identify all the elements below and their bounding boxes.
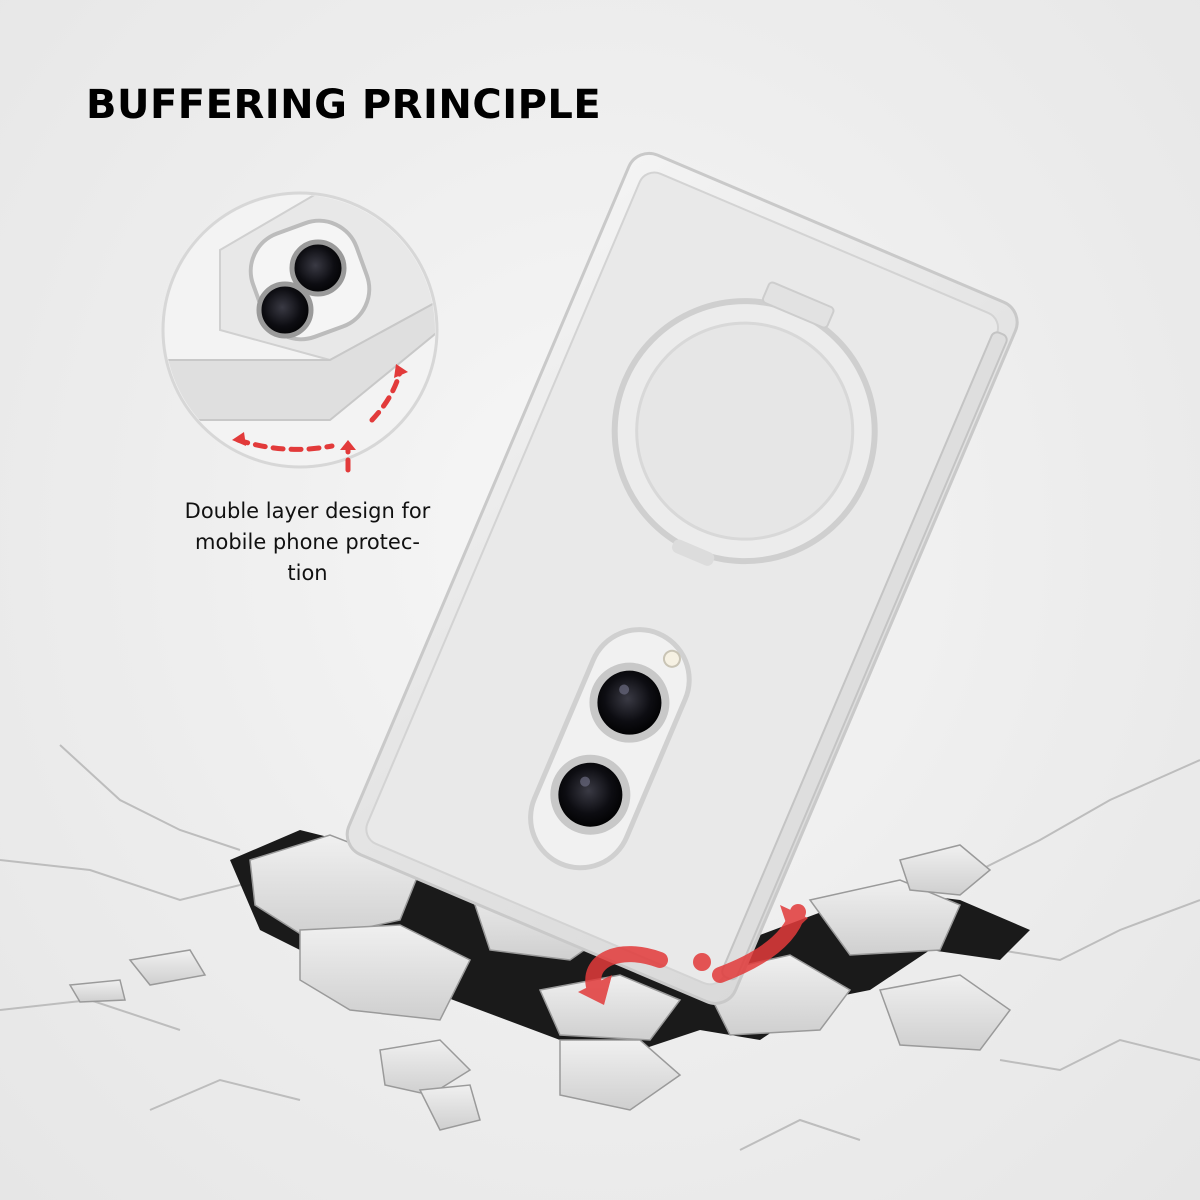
phone-case [345, 151, 1019, 1005]
page-title: BUFFERING PRINCIPLE [86, 82, 602, 128]
caption-line-3: tion [287, 561, 328, 585]
ring-stand [611, 281, 878, 566]
curved-red-arrow-icon [578, 904, 808, 1005]
caption-line-1: Double layer design for [184, 499, 431, 523]
feature-caption: Double layer design for mobile phone pro… [150, 496, 465, 589]
camera-module [528, 627, 692, 871]
dashed-red-arrow-icon [235, 369, 403, 473]
caption-line-2: mobile phone protec- [195, 530, 420, 554]
zoom-detail [161, 191, 439, 473]
